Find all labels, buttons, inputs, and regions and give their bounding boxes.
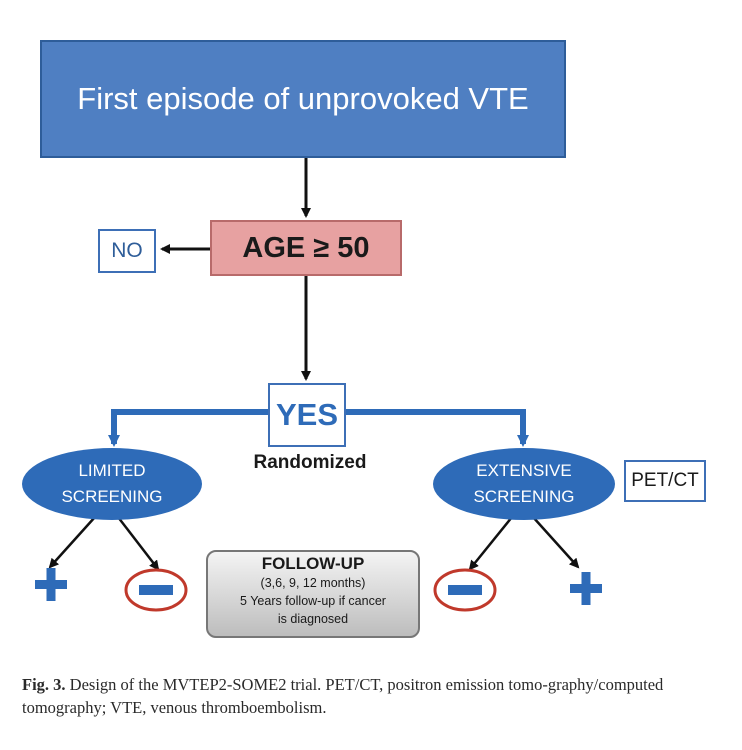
node-age: AGE ≥ 50 [210,220,402,276]
follow-up-title: FOLLOW-UP [261,554,365,573]
arrow-limited-to-minus [117,516,160,571]
node-no: NO [98,229,156,273]
limited-screening-line2: SCREENING [61,487,163,506]
randomized-label: Randomized [253,452,367,473]
caption-text: Design of the MVTEP2-SOME2 trial. PET/CT… [22,675,664,717]
node-limited-screening: LIMITED SCREENING [22,448,202,520]
node-extensive-screening: EXTENSIVE SCREENING [433,448,615,520]
node-yes: YES [268,383,346,447]
node-first-episode: First episode of unprovoked VTE [40,40,566,158]
figure-caption: Fig. 3. Design of the MVTEP2-SOME2 trial… [22,673,722,719]
branch-to-extensive [346,409,529,447]
follow-up-line2: 5 Years follow-up if cancer [240,594,386,608]
extensive-screening-line1: EXTENSIVE [476,461,572,480]
branch-to-limited [108,409,268,447]
extensive-screening-line2: SCREENING [473,487,575,506]
plus-icon-right [570,572,602,605]
follow-up-line3: is diagnosed [277,612,349,626]
caption-label: Fig. 3. [22,675,66,694]
arrow-limited-to-plus [48,516,96,569]
arrow-extensive-to-minus [468,516,513,571]
limited-screening-line1: LIMITED [78,461,146,480]
node-follow-up: FOLLOW-UP (3,6, 9, 12 months) 5 Years fo… [206,550,420,638]
follow-up-line1: (3,6, 9, 12 months) [260,576,366,590]
arrow-extensive-to-plus [532,516,580,569]
minus-icon-left [124,568,188,612]
node-petct: PET/CT [624,460,706,502]
plus-icon-left [35,568,67,601]
minus-icon-right [433,568,497,612]
